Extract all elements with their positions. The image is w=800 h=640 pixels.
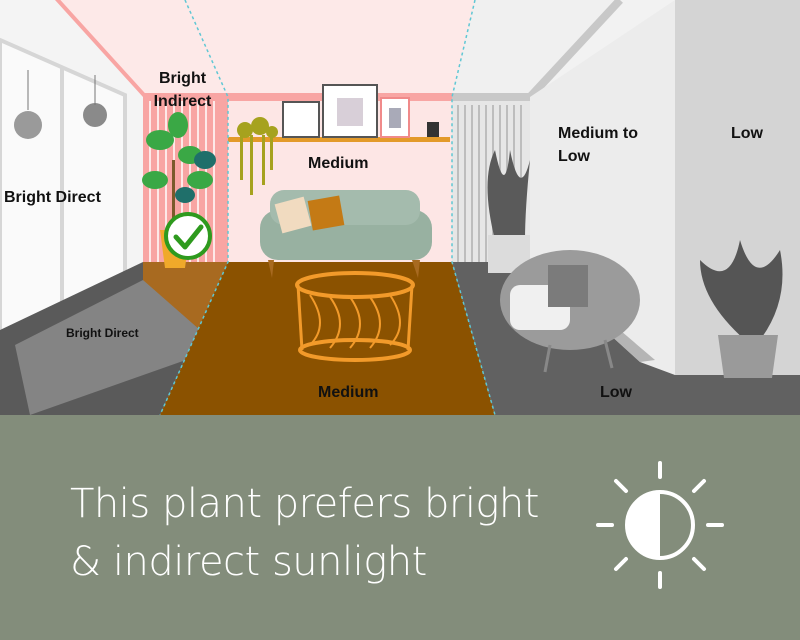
light-preference-banner: This plant prefers bright & indirect sun…: [0, 415, 800, 640]
room-light-illustration: Bright Indirect Bright Direct Bright Dir…: [0, 0, 800, 416]
light-preference-text: This plant prefers bright & indirect sun…: [70, 475, 539, 591]
ceiling: [55, 0, 475, 97]
caption-line-1: This plant prefers bright: [70, 481, 539, 527]
label-bright-direct-floor: Bright Direct: [66, 326, 139, 340]
label-low-wall: Low: [731, 125, 763, 142]
label-medium-to-low: Medium to Low: [558, 125, 638, 165]
caption-line-2: & indirect sunlight: [70, 539, 427, 585]
room-drawing: [0, 0, 800, 416]
label-bright-indirect: Bright Indirect: [153, 70, 212, 110]
sun-half-icon: [596, 461, 724, 589]
label-medium-floor: Medium: [318, 384, 379, 401]
checkmark-circle-icon: [164, 212, 212, 260]
zone-divider-left: [159, 0, 229, 416]
label-medium-wall: Medium: [308, 155, 369, 172]
label-bright-direct-wall: Bright Direct: [4, 189, 101, 206]
zone-divider-right: [451, 0, 496, 416]
label-low-floor: Low: [600, 384, 632, 401]
